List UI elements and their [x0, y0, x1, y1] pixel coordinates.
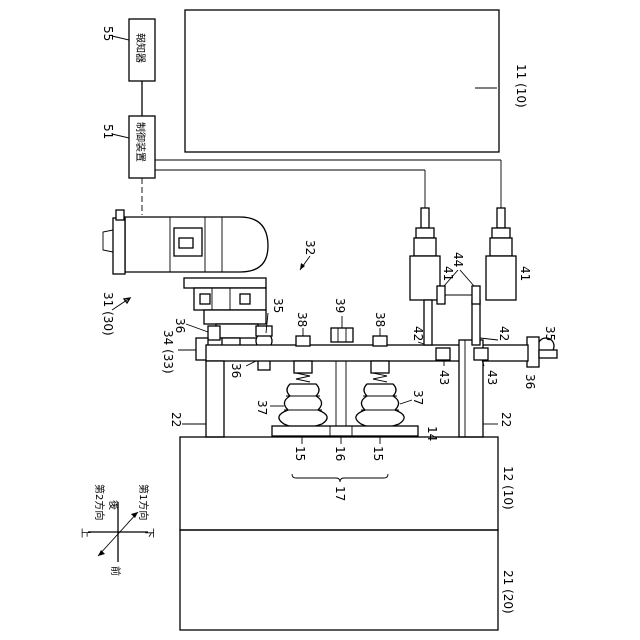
label-31: 31 (30) — [101, 292, 115, 336]
controller-label: 制御装置 — [134, 122, 147, 162]
dir-up-label: 上 — [79, 528, 91, 538]
label-11: 11 (10) — [514, 64, 528, 108]
label-42-right: 42 — [497, 326, 511, 341]
label-38-right: 38 — [373, 312, 387, 327]
sensor-41-left — [410, 208, 440, 345]
post-22-left — [206, 361, 224, 437]
label-36-c: 36 — [523, 374, 537, 389]
label-38-left: 38 — [295, 312, 309, 327]
label-15-left: 15 — [293, 446, 307, 461]
label-22-left: 22 — [169, 412, 183, 427]
workpiece-tray — [272, 426, 418, 436]
bellows-37-right — [356, 384, 404, 428]
label-41-left: 41 — [441, 266, 455, 281]
label-21: 21 (20) — [501, 570, 515, 614]
dir-back-label: 後 — [107, 500, 120, 510]
part-39 — [331, 328, 353, 342]
label-37-right: 37 — [411, 390, 425, 405]
label-35-right: 35 — [543, 326, 557, 341]
label-43-right: 43 — [485, 370, 499, 385]
label-17: 17 — [333, 486, 347, 501]
label-43-left: 43 — [437, 370, 451, 385]
label-36-b: 36 — [229, 363, 243, 378]
label-41-right: 41 — [518, 266, 532, 281]
label-55: 55 — [101, 26, 115, 41]
label-37-left: 37 — [255, 400, 269, 415]
unit-11-box — [185, 10, 499, 152]
notifier-label: 報知器 — [134, 33, 147, 63]
bellows-37-left — [279, 384, 327, 428]
dir-front-label: 前 — [109, 566, 122, 576]
label-22-right: 22 — [499, 412, 513, 427]
label-34: 34 (33) — [161, 330, 175, 374]
dir-down-label: 下 — [143, 528, 154, 538]
label-15-right: 15 — [371, 446, 385, 461]
label-16: 16 — [333, 446, 347, 461]
label-44: 44 — [451, 252, 465, 267]
label-12: 12 (10) — [501, 466, 515, 510]
label-51: 51 — [101, 124, 115, 139]
label-32: 32 — [303, 240, 317, 255]
dir-1-label: 第1方向 — [137, 484, 150, 520]
label-42-left: 42 — [411, 326, 425, 341]
sensor-41-right — [472, 208, 516, 345]
label-14: 14 — [425, 426, 439, 441]
dir-2-label: 第2方向 — [93, 484, 106, 520]
label-39: 39 — [333, 298, 347, 313]
label-35-left: 35 — [271, 298, 285, 313]
unit-21-box — [180, 530, 498, 630]
